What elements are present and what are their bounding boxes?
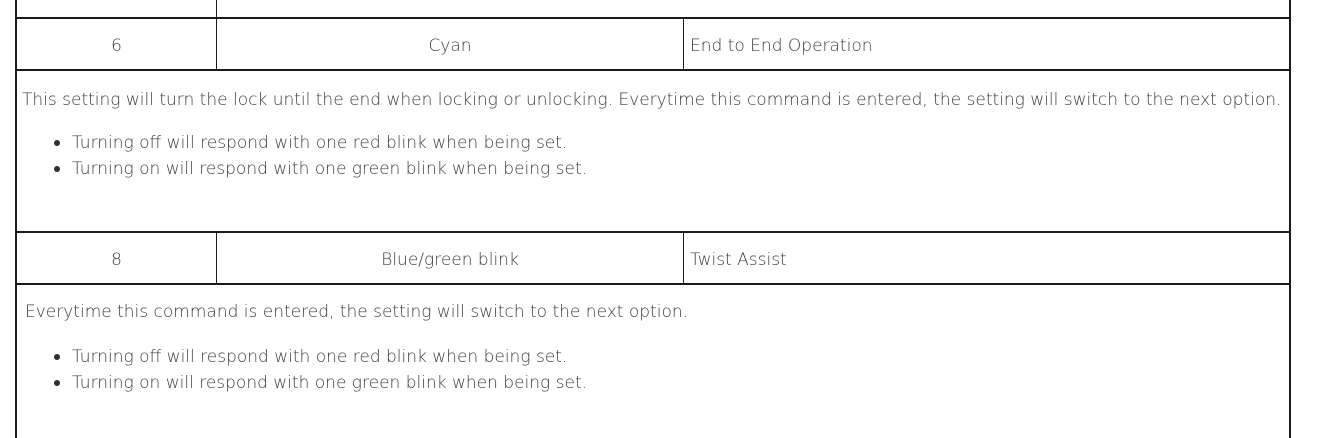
description-text: Everytime this command is entered, the s… bbox=[25, 302, 689, 322]
column-divider bbox=[683, 19, 684, 71]
row-divider bbox=[17, 17, 1289, 19]
list-item: Turning off will respond with one red bl… bbox=[17, 344, 587, 370]
column-divider bbox=[683, 233, 684, 285]
function-cell: Twist Assist bbox=[690, 250, 787, 270]
description-text: This setting will turn the lock until th… bbox=[22, 90, 1282, 110]
column-divider bbox=[216, 0, 217, 19]
bullet-list: Turning off will respond with one red bl… bbox=[17, 344, 587, 396]
row-divider bbox=[17, 283, 1289, 285]
row-divider bbox=[17, 69, 1289, 71]
list-item: Turning off will respond with one red bl… bbox=[17, 130, 587, 156]
settings-table: 6 Cyan End to End Operation This setting… bbox=[15, 0, 1291, 438]
row-divider bbox=[17, 231, 1289, 233]
row-number-cell: 8 bbox=[111, 250, 122, 270]
function-cell: End to End Operation bbox=[690, 36, 873, 56]
list-item: Turning on will respond with one green b… bbox=[17, 370, 587, 396]
color-cell: Cyan bbox=[428, 36, 472, 56]
list-item: Turning on will respond with one green b… bbox=[17, 156, 587, 182]
row-number-cell: 6 bbox=[111, 36, 122, 56]
bullet-list: Turning off will respond with one red bl… bbox=[17, 130, 587, 182]
color-cell: Blue/green blink bbox=[381, 250, 519, 270]
column-divider bbox=[216, 233, 217, 285]
column-divider bbox=[216, 19, 217, 71]
